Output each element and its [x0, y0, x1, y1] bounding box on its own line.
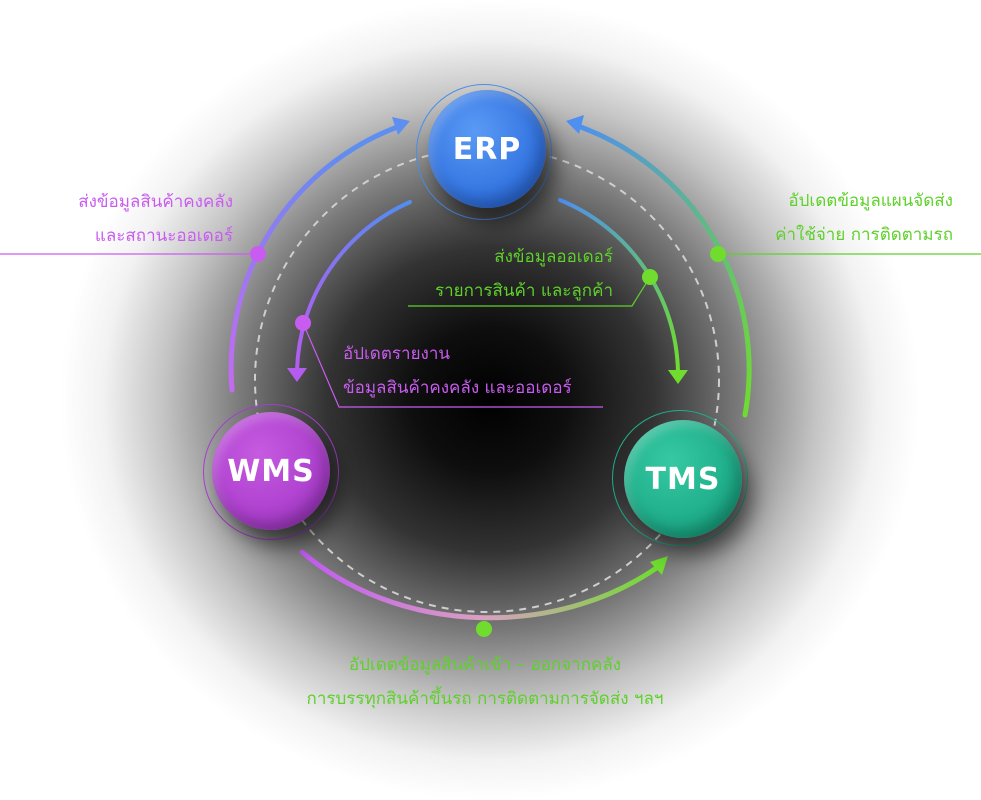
- label-wms-to-tms: อัปเดตข้อมูลสินค้าเข้า – ออกจากคลัง การบ…: [230, 648, 740, 716]
- arc-wms-to-erp: [228, 123, 403, 393]
- tms-node: TMS: [624, 420, 742, 538]
- dot-erp-to-wms: [295, 315, 311, 331]
- label-erp-to-tms-line1: ส่งข้อมูลออเดอร์: [494, 247, 613, 267]
- wms-label: WMS: [227, 453, 315, 489]
- dot-wms-to-erp: [250, 246, 266, 262]
- dot-wms-to-tms: [476, 621, 492, 637]
- erp-node-ring: [416, 84, 552, 220]
- arc-erp-to-wms: [295, 200, 412, 372]
- label-erp-to-wms-line1: อัปเดตรายงาน: [343, 344, 450, 364]
- leader-erp-to-tms: [408, 276, 651, 307]
- arc-tms-to-erp: [572, 122, 752, 418]
- label-erp-to-tms: ส่งข้อมูลออเดอร์ รายการสินค้า และลูกค้า: [435, 240, 613, 308]
- wms-node: WMS: [212, 412, 330, 530]
- erp-node: ERP: [428, 90, 546, 208]
- arrowhead-tms-to-erp: [566, 115, 584, 134]
- label-erp-to-wms: อัปเดตรายงาน ข้อมูลสินค้าคงคลัง และออเดอ…: [343, 337, 572, 405]
- label-wms-to-erp-line2: และสถานะออเดอร์: [94, 226, 233, 246]
- label-erp-to-tms-line2: รายการสินค้า และลูกค้า: [434, 281, 613, 301]
- wms-node-ring: [203, 404, 339, 540]
- dot-tms-to-erp: [710, 246, 726, 262]
- dot-erp-to-tms: [642, 269, 658, 285]
- erp-label: ERP: [452, 131, 522, 167]
- label-tms-to-erp: อัปเดตข้อมูลแผนจัดส่ง ค่าใช้จ่าย การติดต…: [775, 184, 953, 252]
- label-wms-to-erp-line1: ส่งข้อมูลสินค้าคงคลัง: [78, 192, 233, 212]
- leader-erp-to-wms: [302, 322, 603, 408]
- label-tms-to-erp-line1: อัปเดตข้อมูลแผนจัดส่ง: [788, 191, 953, 211]
- arc-wms-to-tms: [299, 549, 665, 621]
- label-wms-to-tms-line1: อัปเดตข้อมูลสินค้าเข้า – ออกจากคลัง: [348, 655, 622, 675]
- label-erp-to-wms-line2: ข้อมูลสินค้าคงคลัง และออเดอร์: [343, 378, 572, 398]
- label-wms-to-tms-line2: การบรรทุกสินค้าขึ้นรถ การติดตามการจัดส่ง…: [306, 689, 664, 709]
- label-tms-to-erp-line2: ค่าใช้จ่าย การติดตามรถ: [775, 225, 953, 245]
- label-wms-to-erp: ส่งข้อมูลสินค้าคงคลัง และสถานะออเดอร์: [78, 185, 233, 253]
- tms-node-ring: [612, 410, 748, 546]
- arrowhead-wms-to-tms: [650, 556, 668, 575]
- arc-erp-to-tms: [558, 198, 680, 374]
- arrowhead-erp-to-tms: [668, 370, 688, 384]
- arrowhead-erp-to-wms: [287, 368, 307, 382]
- arrowhead-wms-to-erp: [392, 117, 410, 135]
- tms-label: TMS: [645, 461, 721, 497]
